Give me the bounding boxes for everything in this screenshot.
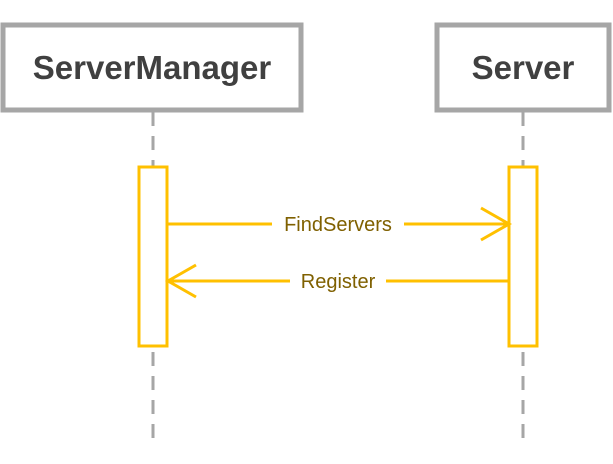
participant-box-server: Server <box>434 22 612 113</box>
activation-bar-server <box>507 165 539 348</box>
participant-box-servermanager: ServerManager <box>0 22 304 113</box>
activation-bar-servermanager <box>137 165 169 348</box>
participant-name-server: Server <box>472 49 575 86</box>
message-label-findservers: FindServers <box>284 214 392 236</box>
open-arrowhead-right-icon <box>480 206 513 242</box>
message-findservers: FindServers <box>167 206 513 242</box>
message-label-register: Register <box>301 271 376 293</box>
open-arrowhead-left-icon <box>164 263 197 299</box>
participant-name-servermanager: ServerManager <box>33 49 272 86</box>
message-register: Register <box>164 263 509 299</box>
